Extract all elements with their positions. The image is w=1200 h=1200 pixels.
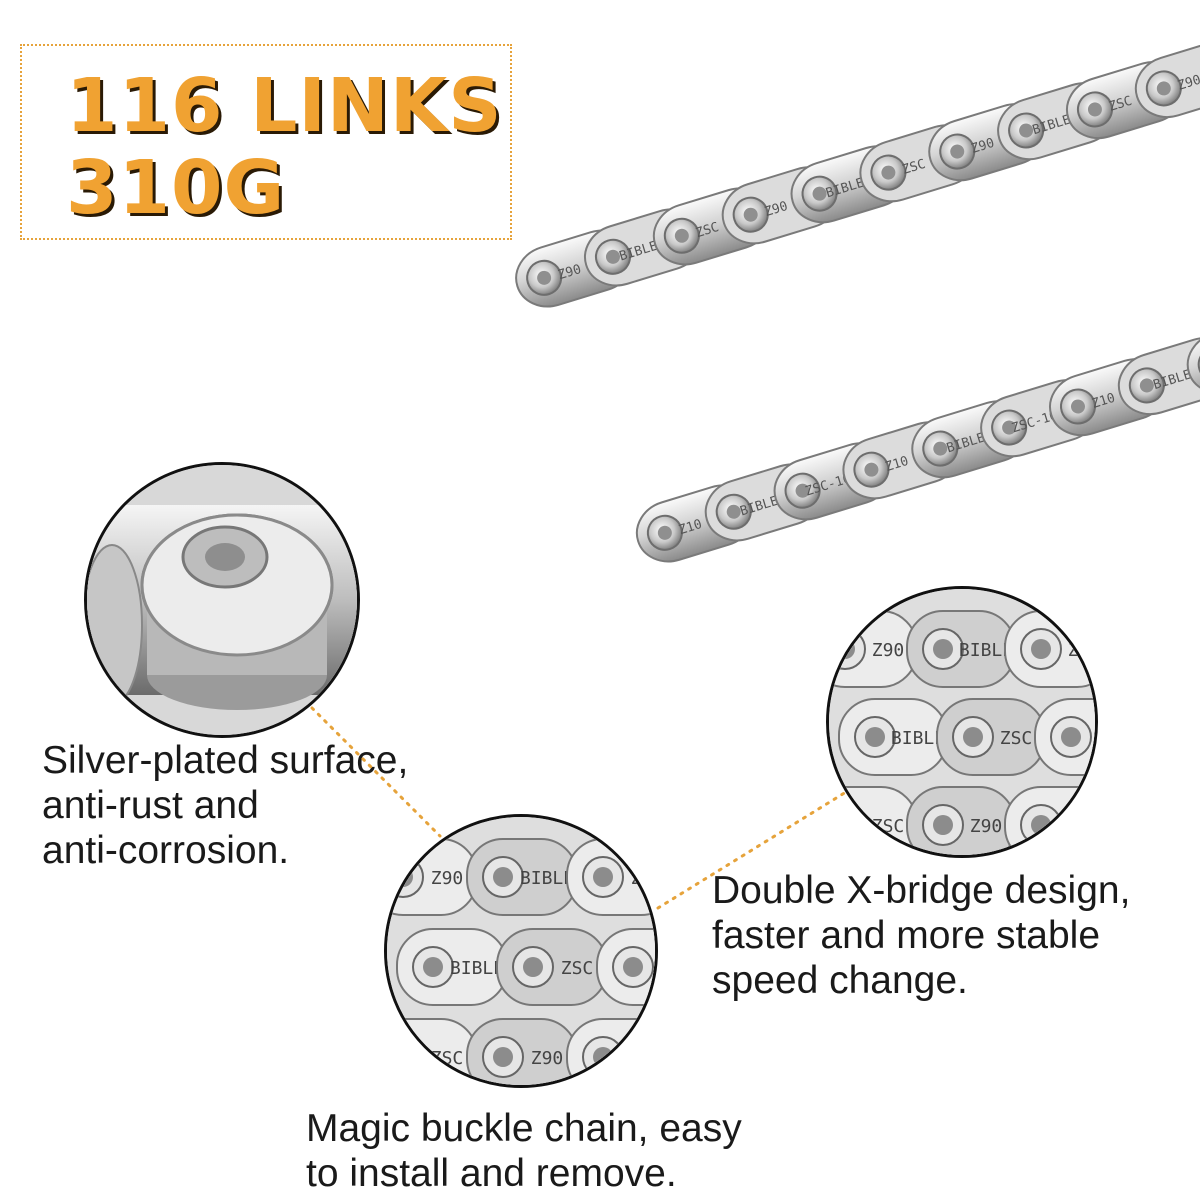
buckle-closeup-link: ZSC	[387, 1018, 478, 1085]
feature-buckle-caption: Magic buckle chain, easy to install and …	[306, 1106, 742, 1196]
lower-chain-marking: Z10	[1090, 391, 1117, 412]
upper-chain-marking: ZSC	[694, 220, 721, 241]
xbridge-closeup-link: BIBLE	[906, 610, 1016, 688]
buckle-closeup-marking: BIBLE	[450, 958, 504, 979]
xbridge-closeup-link: ZSC	[829, 786, 918, 855]
buckle-closeup-marking: Z90	[531, 1048, 564, 1069]
buckle-closeup-link: Z90	[596, 928, 655, 1006]
upper-chain-marking: Z90	[556, 262, 583, 283]
feature-surface-line-1: Silver-plated surface,	[42, 739, 409, 782]
upper-chain-marking: ZSC	[1107, 94, 1134, 115]
upper-chain-marking: ZSC	[901, 157, 928, 178]
xbridge-closeup-marking: BIBLE	[959, 640, 1013, 661]
lower-chain-strand: Z10BIBLEZSC-10Z10BIBLEZSC-10Z10BIBLEZSC-…	[635, 316, 1200, 563]
feature-xbridge-line-3: speed change.	[712, 959, 968, 1002]
upper-chain-link: Z90	[1134, 40, 1200, 118]
buckle-closeup-link: BIBLE	[466, 838, 578, 916]
xbridge-closeup-marking: Z90	[970, 816, 1003, 837]
buckle-closeup-link: BIBLE	[566, 1018, 655, 1085]
buckle-closeup-link: Z90	[466, 1018, 578, 1085]
xbridge-closeup-link: BIBLE	[1004, 786, 1095, 855]
buckle-closeup-marking: Z90	[431, 868, 464, 889]
lower-chain-link: BIBLE	[1117, 337, 1200, 416]
lower-chain-marking: Z10	[884, 454, 911, 475]
feature-surface-caption: Silver-plated surface, anti-rust and ant…	[42, 738, 408, 873]
feature-buckle-line-2: to install and remove.	[306, 1152, 677, 1195]
xbridge-closeup-marking: ZSC	[1000, 728, 1033, 749]
buckle-closeup-marking: ZSC	[561, 958, 594, 979]
upper-chain-marking: Z90	[969, 136, 996, 157]
feature-surface-line-2: anti-rust and	[42, 784, 259, 827]
buckle-closeup-marking: BIBLE	[620, 1048, 655, 1069]
xbridge-closeup-link: ZSC	[1004, 610, 1095, 688]
feature-surface-line-3: anti-corrosion.	[42, 829, 290, 872]
xbridge-closeup-link: BIBLE	[838, 698, 948, 776]
headline-frame	[20, 44, 512, 240]
buckle-closeup-link: ZSC	[496, 928, 608, 1006]
xbridge-closeup-link: Z90	[906, 786, 1016, 855]
closeup-roller-circle	[84, 462, 360, 738]
feature-xbridge-line-1: Double X-bridge design,	[712, 869, 1131, 912]
lower-chain-marking: Z10	[677, 517, 704, 538]
feature-xbridge-caption: Double X-bridge design, faster and more …	[712, 868, 1130, 1003]
feature-buckle-line-1: Magic buckle chain, easy	[306, 1107, 742, 1150]
xbridge-closeup-marking: BIBLE	[891, 728, 945, 749]
closeup-buckle-circle: Z90BIBLEZSCZ90BIBLEZSCZ90BIBLEZSCZ90BIBL…	[384, 814, 658, 1088]
buckle-closeup-marking: ZSC	[631, 868, 655, 889]
xbridge-closeup-marking: Z90	[872, 640, 905, 661]
lower-chain-link: ZSC-10	[1186, 316, 1200, 394]
headline-weight: 310G	[66, 145, 286, 231]
xbridge-closeup-link: Z90	[829, 610, 918, 688]
buckle-closeup-marking: BIBLE	[520, 868, 574, 889]
buckle-closeup-link: ZSC	[566, 838, 655, 916]
buckle-closeup-link: BIBLE	[396, 928, 508, 1006]
buckle-closeup-marking: ZSC	[431, 1048, 464, 1069]
upper-chain-marking: Z90	[763, 199, 790, 220]
xbridge-closeup-link: ZSC	[936, 698, 1046, 776]
xbridge-closeup-marking: ZSC	[872, 816, 905, 837]
feature-xbridge-line-2: faster and more stable	[712, 914, 1101, 957]
xbridge-closeup-marking: BIBLE	[1057, 816, 1095, 837]
xbridge-closeup-link: Z90	[1034, 698, 1095, 776]
xbridge-closeup-marking: ZSC	[1068, 640, 1095, 661]
headline-links: 116 LINKS	[66, 63, 503, 149]
upper-chain-marking: Z90	[1176, 73, 1200, 94]
closeup-xbridge-circle: Z90BIBLEZSCZ90BIBLEZSCZ90BIBLEZSCZ90BIBL…	[826, 586, 1098, 858]
